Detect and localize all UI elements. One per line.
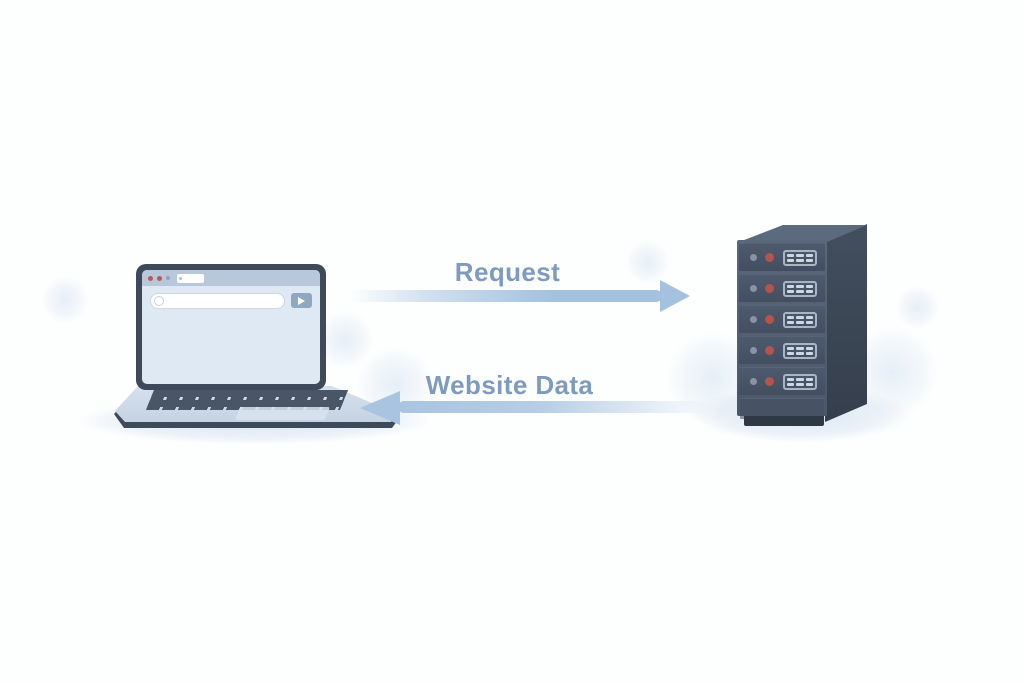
status-led-gray-icon — [750, 285, 757, 292]
send-icon — [298, 296, 305, 305]
traffic-light-icon — [157, 275, 162, 281]
status-led-red-icon — [765, 346, 774, 355]
status-led-red-icon — [765, 377, 774, 386]
vent-grid-icon — [783, 280, 817, 297]
search-icon — [154, 296, 164, 306]
status-led-red-icon — [765, 284, 774, 293]
server-unit — [739, 336, 825, 364]
server-units — [739, 243, 825, 395]
status-led-gray-icon — [750, 347, 757, 354]
vent-grid-icon — [783, 373, 817, 390]
server-base — [744, 416, 824, 426]
server-unit — [739, 367, 825, 395]
browser-content — [142, 286, 320, 384]
server-unit — [739, 243, 825, 271]
response-arrow-line — [398, 401, 713, 413]
server-unit — [739, 305, 825, 333]
vent-grid-icon — [783, 249, 817, 266]
server-blank-panel — [740, 398, 824, 419]
server-rack — [737, 240, 827, 419]
status-led-gray-icon — [750, 316, 757, 323]
browser-window — [142, 270, 320, 384]
laptop — [136, 264, 326, 390]
response-arrow-label: Website Data — [425, 370, 594, 400]
status-led-gray-icon — [750, 378, 757, 385]
traffic-light-icon — [148, 275, 153, 281]
tab-favicon-icon — [179, 276, 182, 280]
go-button — [291, 293, 312, 308]
laptop-trackpad — [234, 407, 330, 420]
request-arrow-line — [350, 290, 662, 302]
status-led-red-icon — [765, 253, 774, 262]
background-blob — [895, 285, 940, 330]
status-led-red-icon — [765, 315, 774, 324]
response-arrowhead-icon — [360, 391, 400, 425]
request-arrowhead-icon — [660, 280, 690, 312]
traffic-light-icon — [166, 276, 170, 280]
background-blob — [40, 275, 90, 325]
browser-titlebar — [142, 270, 320, 286]
status-led-gray-icon — [750, 254, 757, 261]
server-side-panel — [825, 224, 867, 422]
browser-tab — [177, 273, 204, 283]
search-input — [150, 293, 285, 309]
request-arrow-label: Request — [454, 257, 561, 287]
server-unit — [739, 274, 825, 302]
vent-grid-icon — [783, 311, 817, 328]
vent-grid-icon — [783, 342, 817, 359]
